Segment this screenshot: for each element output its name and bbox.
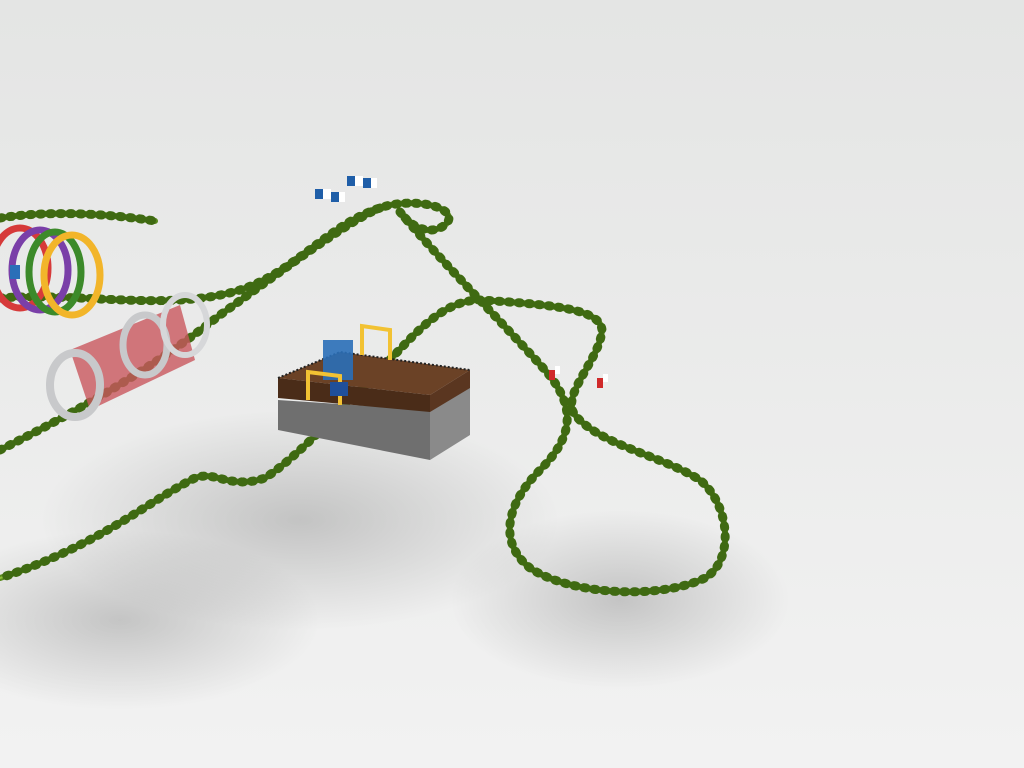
- ground-shadows: [0, 410, 790, 710]
- tunnel-tubes: [46, 292, 210, 421]
- station-platform[interactable]: [277, 323, 471, 460]
- flag-markers: [315, 176, 608, 388]
- coaster-car: [330, 382, 348, 396]
- ring-decorations: [0, 224, 104, 319]
